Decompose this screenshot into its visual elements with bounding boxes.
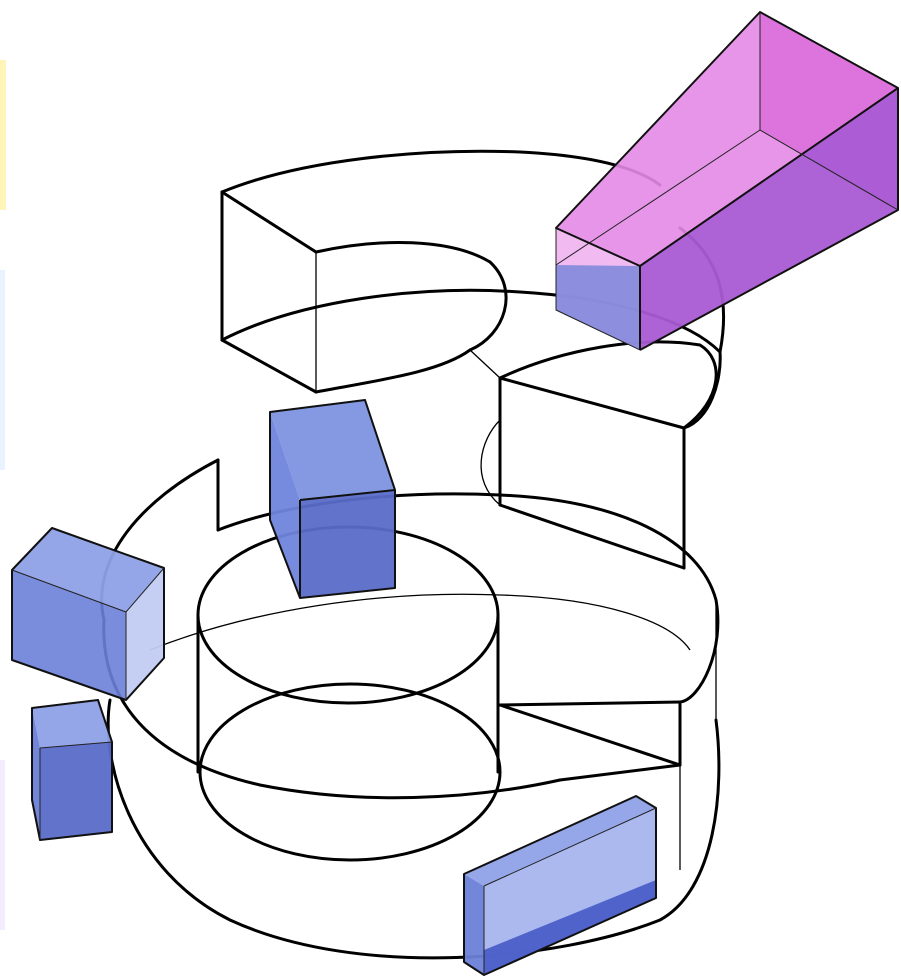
magenta-block xyxy=(555,11,899,351)
blue-block-left-upper xyxy=(11,527,165,701)
left-edge-tint xyxy=(0,60,6,930)
upper-curved-frame xyxy=(220,149,726,570)
blue-block-center xyxy=(269,399,396,599)
blue-block-left-lower xyxy=(31,699,113,841)
blue-block-bottom-right xyxy=(463,795,657,976)
